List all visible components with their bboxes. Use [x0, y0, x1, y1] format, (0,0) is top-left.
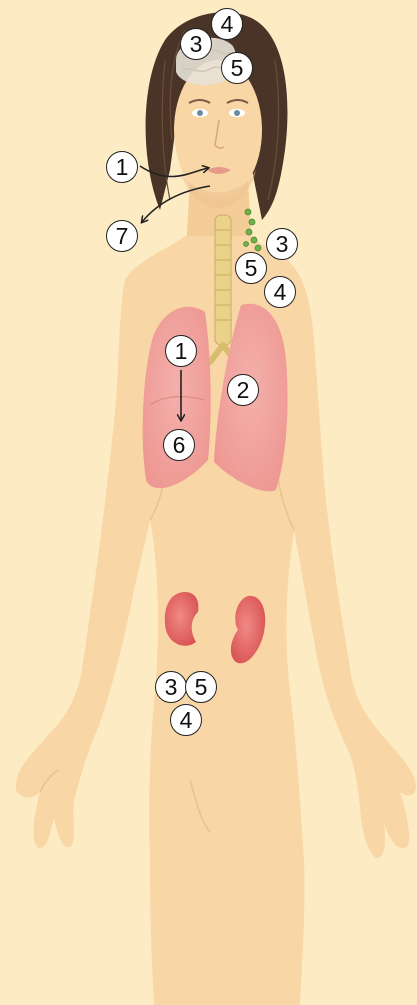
callout-head-4: 4	[211, 8, 243, 40]
callout-kidney-4: 4	[170, 704, 202, 736]
callout-neck-4: 4	[264, 276, 296, 308]
callout-face-7: 7	[106, 220, 138, 252]
left-iris	[197, 110, 203, 116]
callout-lung-6: 6	[163, 429, 195, 461]
callout-neck-5: 5	[235, 252, 267, 284]
trachea	[215, 215, 231, 345]
callout-lung-1: 1	[165, 335, 197, 367]
callout-lung-2: 2	[227, 374, 259, 406]
callout-kidney-5: 5	[185, 671, 217, 703]
right-iris	[234, 110, 240, 116]
callout-neck-3: 3	[266, 228, 298, 260]
callout-head-3: 3	[180, 28, 212, 60]
callout-face-1: 1	[106, 151, 138, 183]
callout-kidney-3: 3	[155, 671, 187, 703]
callout-head-5: 5	[221, 52, 253, 84]
